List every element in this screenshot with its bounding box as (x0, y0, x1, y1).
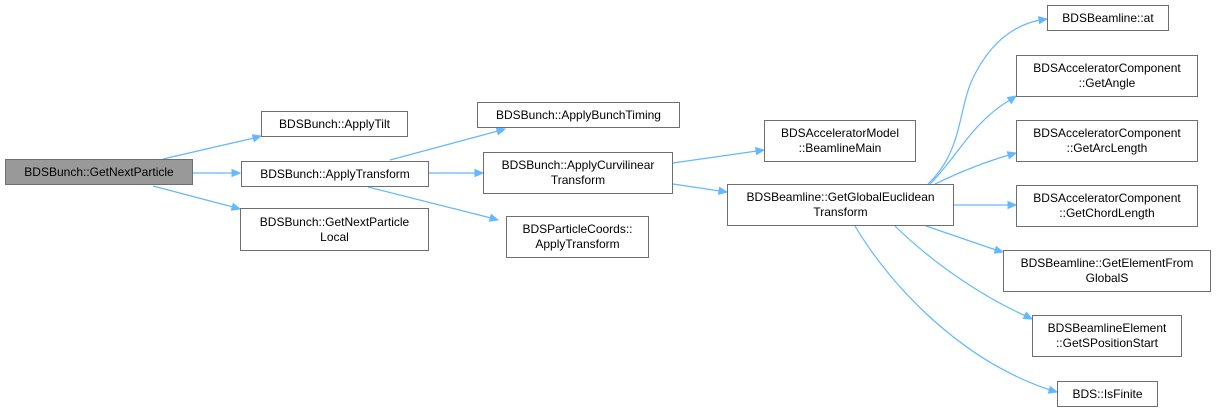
node-label-line: BDSBeamline::at (1062, 10, 1154, 25)
node-label-line: BDSAcceleratorComponent (1033, 126, 1181, 140)
node-label-line: ::GetArcLength (1066, 141, 1148, 155)
edge-get-next-particle-to-apply-tilt (162, 134, 263, 160)
node-label-line: ApplyTransform (535, 237, 620, 251)
edge-arrowhead (1037, 15, 1049, 25)
node-label-line: BDSBunch::GetNextParticle (259, 214, 410, 229)
edge-arrowhead (231, 168, 242, 178)
node-get-chord-length[interactable]: BDSAcceleratorComponent ::GetChordLength (1016, 185, 1198, 227)
edge-global-euclidean-to-get-angle (929, 95, 1018, 185)
node-is-finite[interactable]: BDS::IsFinite (1057, 381, 1158, 407)
node-get-arc-length[interactable]: BDSAcceleratorComponent ::GetArcLength (1016, 120, 1198, 162)
edge-arrowhead (495, 127, 507, 136)
node-label-line: BDSBeamline::GetElementFrom (1020, 256, 1194, 270)
node-beamline-main[interactable]: BDSAcceleratorModel ::BeamlineMain (764, 120, 916, 162)
node-apply-tilt[interactable]: BDSBunch::ApplyTilt (261, 111, 408, 137)
node-label-line: BDSBeamline::GetGlobalEuclidean (746, 190, 935, 204)
edge-arrowhead (230, 202, 242, 211)
node-label-line: BDSBunch::ApplyCurvilinear (501, 158, 655, 172)
node-get-next-particle-local[interactable]: BDSBunch::GetNextParticle Local (240, 208, 429, 251)
node-label-line: BDSBunch::ApplyTilt (279, 116, 390, 131)
edge-arrowhead (993, 245, 1005, 254)
node-get-angle[interactable]: BDSAcceleratorComponent ::GetAngle (1016, 55, 1198, 97)
edge-arrowhead (1047, 385, 1059, 394)
node-label-line: BDSAcceleratorComponent (1033, 61, 1181, 75)
node-label-line: ::GetAngle (1078, 76, 1136, 90)
edge-arrowhead (488, 213, 500, 222)
node-label-line: BDSBunch::ApplyBunchTiming (496, 107, 661, 122)
node-label-line: Transform (550, 173, 606, 187)
edge-arrowhead (1022, 311, 1034, 320)
node-beamline-at[interactable]: BDSBeamline::at (1047, 5, 1169, 31)
node-apply-curvilinear-transform[interactable]: BDSBunch::ApplyCurvilinear Transform (483, 152, 673, 194)
node-label-line: GlobalS (1085, 271, 1129, 285)
node-apply-bunch-timing[interactable]: BDSBunch::ApplyBunchTiming (477, 102, 680, 128)
node-label-line: BDSAcceleratorModel (780, 126, 900, 140)
node-label-line: BDSParticleCoords:: (522, 222, 633, 236)
edge-arrowhead (1006, 151, 1018, 160)
edge-arrowhead (717, 186, 729, 196)
edge-global-euclidean-to-s-position-start (894, 225, 1034, 320)
edge-global-euclidean-to-beamline-at (927, 15, 1049, 185)
edge-arrowhead (754, 146, 766, 156)
node-label-line: BDSBunch::ApplyTransform (260, 166, 410, 181)
edge-apply-transform-to-apply-bunch-timing (389, 127, 507, 161)
edge-arrowhead (474, 168, 485, 178)
node-label-line: ::GetSPositionStart (1055, 336, 1159, 350)
node-label-line: ::GetChordLength (1059, 206, 1155, 220)
node-label-line: Local (320, 229, 349, 244)
edge-apply-curvilinear-to-beamline-main (672, 146, 766, 164)
node-get-global-euclidean-transform[interactable]: BDSBeamline::GetGlobalEuclidean Transfor… (727, 184, 954, 226)
edge-global-euclidean-to-is-finite (854, 225, 1059, 394)
edge-arrowhead (1006, 95, 1018, 105)
edge-arrowhead (1007, 200, 1018, 210)
edge-get-next-particle-to-get-next-particle-local (152, 185, 242, 211)
node-label-line: ::BeamlineMain (798, 141, 882, 155)
node-get-next-particle: BDSBunch::GetNextParticle (5, 159, 193, 185)
node-label-line: BDSBunch::GetNextParticle (24, 164, 174, 179)
node-particle-coords-apply-transform[interactable]: BDSParticleCoords:: ApplyTransform (506, 216, 649, 258)
node-apply-transform[interactable]: BDSBunch::ApplyTransform (241, 161, 429, 187)
node-label-line: BDSAcceleratorComponent (1033, 191, 1181, 205)
node-get-s-position-start[interactable]: BDSBeamlineElement ::GetSPositionStart (1032, 315, 1182, 357)
edge-global-euclidean-to-get-arc-length (934, 151, 1018, 185)
edge-apply-curvilinear-to-global-euclidean (672, 183, 729, 196)
edge-get-next-particle-to-apply-transform (193, 168, 242, 178)
edge-apply-transform-to-particle-coords (367, 186, 500, 222)
node-label-line: BDSBeamlineElement (1047, 321, 1167, 335)
edge-global-euclidean-to-element-from-global-s (925, 225, 1005, 254)
node-get-element-from-global-s[interactable]: BDSBeamline::GetElementFrom GlobalS (1003, 250, 1211, 292)
node-label-line: Transform (813, 205, 868, 219)
node-label-line: BDS::IsFinite (1072, 386, 1143, 401)
edge-global-euclidean-to-get-chord-length (954, 200, 1018, 210)
edge-arrowhead (251, 134, 263, 143)
edge-apply-transform-to-apply-curvilinear-transform (429, 168, 485, 178)
